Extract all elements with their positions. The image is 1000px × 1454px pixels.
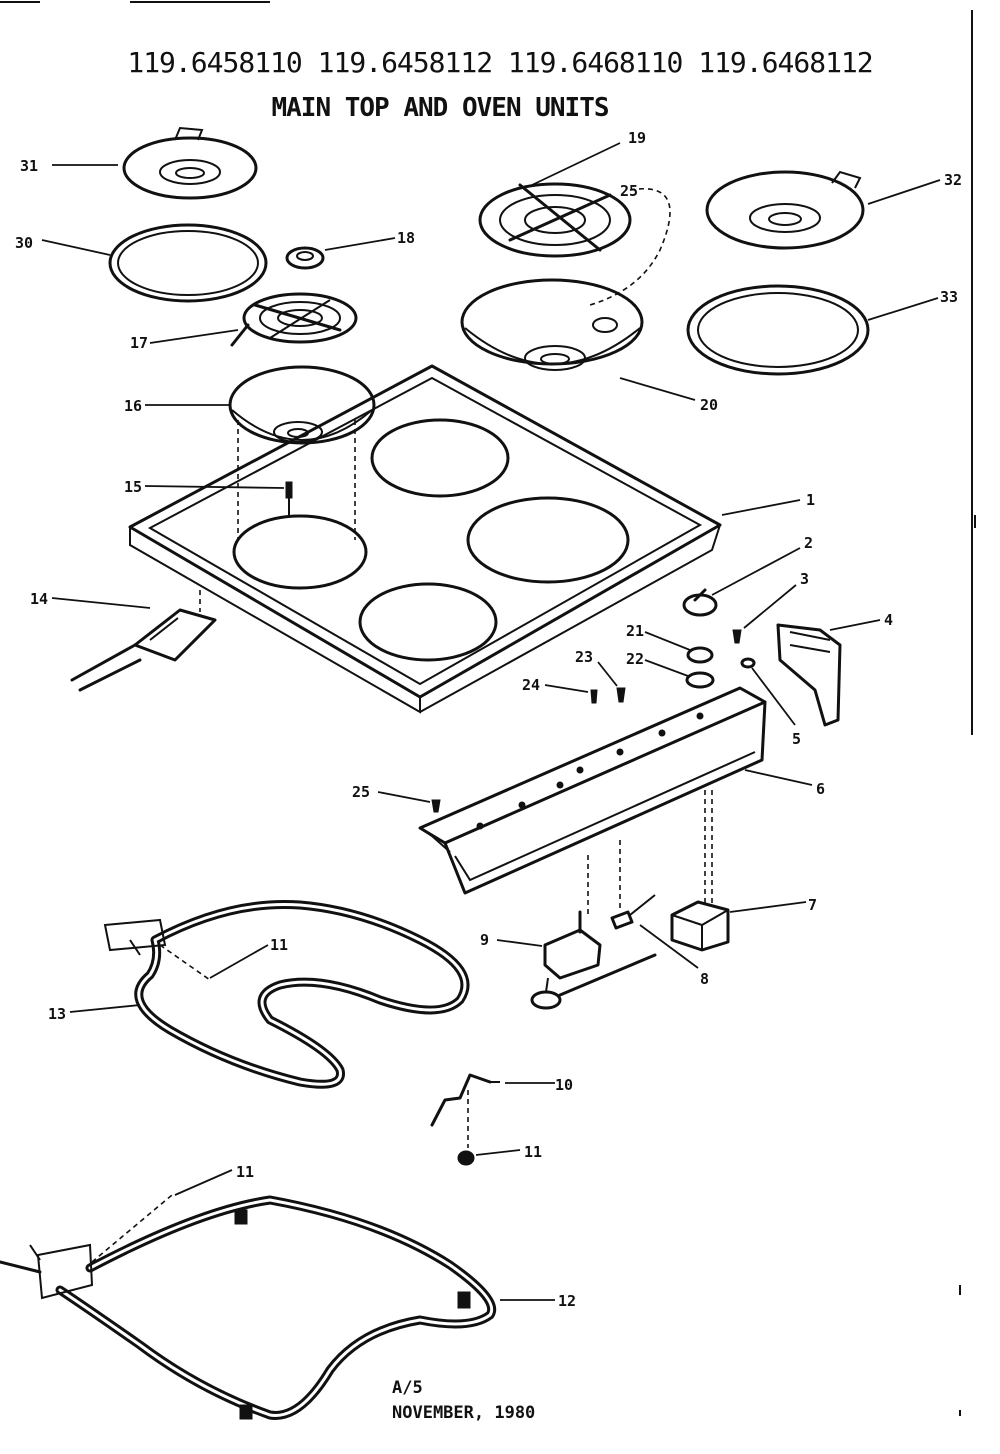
footer-code: A/5 [392, 1378, 423, 1398]
leader-1 [721, 499, 801, 516]
callout-10: 10 [555, 1076, 573, 1094]
callout-18: 18 [397, 229, 415, 247]
callout-5: 5 [792, 730, 801, 748]
callout-31: 31 [20, 157, 38, 175]
callout-2: 2 [804, 534, 813, 552]
callout-25-top: 25 [620, 182, 638, 200]
part-31-drip-pan [122, 126, 258, 200]
part-16-drip-pan [228, 365, 376, 445]
callout-22: 22 [626, 650, 644, 668]
callout-7: 7 [808, 896, 817, 914]
leader-20 [619, 377, 696, 401]
callout-3: 3 [800, 570, 809, 588]
callout-19: 19 [628, 129, 646, 147]
callout-8: 8 [700, 970, 709, 988]
leader-9 [496, 939, 543, 947]
leader-17 [149, 329, 239, 344]
callout-32: 32 [944, 171, 962, 189]
callout-14: 14 [30, 590, 48, 608]
part-14-terminal-block [70, 590, 217, 692]
part-6-control-panel [418, 686, 767, 895]
leader-14 [51, 597, 151, 609]
callout-33: 33 [940, 288, 958, 306]
callout-16: 16 [124, 397, 142, 415]
part-24-screw [590, 689, 598, 704]
callout-24: 24 [522, 676, 540, 694]
part-9-thermostat [530, 910, 657, 1010]
callout-1: 1 [806, 491, 815, 509]
callout-30: 30 [15, 234, 33, 252]
part-2-knob [682, 588, 718, 617]
callout-11-top: 11 [270, 936, 288, 954]
leader-3 [743, 584, 797, 629]
part-13-element [103, 899, 470, 1089]
callout-13: 13 [48, 1005, 66, 1023]
leader-7 [729, 901, 807, 913]
align-12 [91, 1194, 173, 1263]
callout-23: 23 [575, 648, 593, 666]
part-8 [610, 894, 656, 930]
footer-date: NOVEMBER, 1980 [392, 1403, 535, 1423]
leader-5 [751, 667, 796, 726]
leader-21 [644, 631, 691, 651]
leader-8 [639, 924, 699, 969]
callout-11-mid: 11 [524, 1143, 542, 1161]
part-22-washer [685, 671, 715, 689]
part-23-screw [616, 687, 626, 703]
callout-17: 17 [130, 334, 148, 352]
callout-21: 21 [626, 622, 644, 640]
part-7-switch [670, 900, 730, 952]
leader-15 [144, 485, 285, 489]
model-numbers: 119.6458110 119.6458112 119.6468110 119.… [127, 46, 872, 79]
callout-11-bot: 11 [236, 1163, 254, 1181]
callout-25-mid: 25 [352, 783, 370, 801]
callout-9: 9 [480, 931, 489, 949]
part-33-trim-ring [686, 284, 870, 376]
part-4-bracket [776, 623, 842, 727]
leader-25 [377, 791, 431, 803]
leader-32 [867, 179, 941, 205]
leader-19 [531, 142, 621, 186]
leader-6 [744, 769, 813, 786]
part-10-bracket [430, 1073, 500, 1127]
callout-4: 4 [884, 611, 893, 629]
leader-24 [544, 684, 589, 693]
leader-30 [41, 239, 111, 256]
diagram-title: MAIN TOP AND OVEN UNITS [271, 93, 608, 123]
leader-18 [324, 237, 396, 251]
part-30-trim-ring [108, 223, 268, 303]
part-20-drip-pan [460, 278, 644, 371]
leader-11-top [209, 944, 269, 979]
part-11-nut [457, 1150, 475, 1166]
align-13 [159, 944, 211, 981]
part-19-surface-element [478, 182, 632, 258]
leader-11-mid [475, 1149, 521, 1156]
part-12-element [0, 1195, 496, 1420]
part-18-support [285, 246, 325, 270]
leader-23 [597, 661, 618, 687]
leader-4 [829, 619, 881, 631]
part-1-main-top [128, 364, 722, 714]
leader-22 [644, 659, 689, 677]
leader-11-bot [174, 1169, 233, 1196]
part-25-screw [431, 799, 441, 813]
callout-6: 6 [816, 780, 825, 798]
part-15-screw [285, 481, 293, 515]
part-21-nut [686, 646, 714, 664]
part-5-washer [740, 657, 756, 669]
leader-13 [69, 1004, 141, 1013]
part-3-screw [732, 629, 742, 644]
part-17-surface-element [230, 292, 358, 347]
leader-2 [711, 547, 801, 596]
callout-20: 20 [700, 396, 718, 414]
callout-15: 15 [124, 478, 142, 496]
leader-33 [867, 297, 939, 321]
part-32-drip-pan [705, 170, 865, 250]
callout-12: 12 [558, 1292, 576, 1310]
